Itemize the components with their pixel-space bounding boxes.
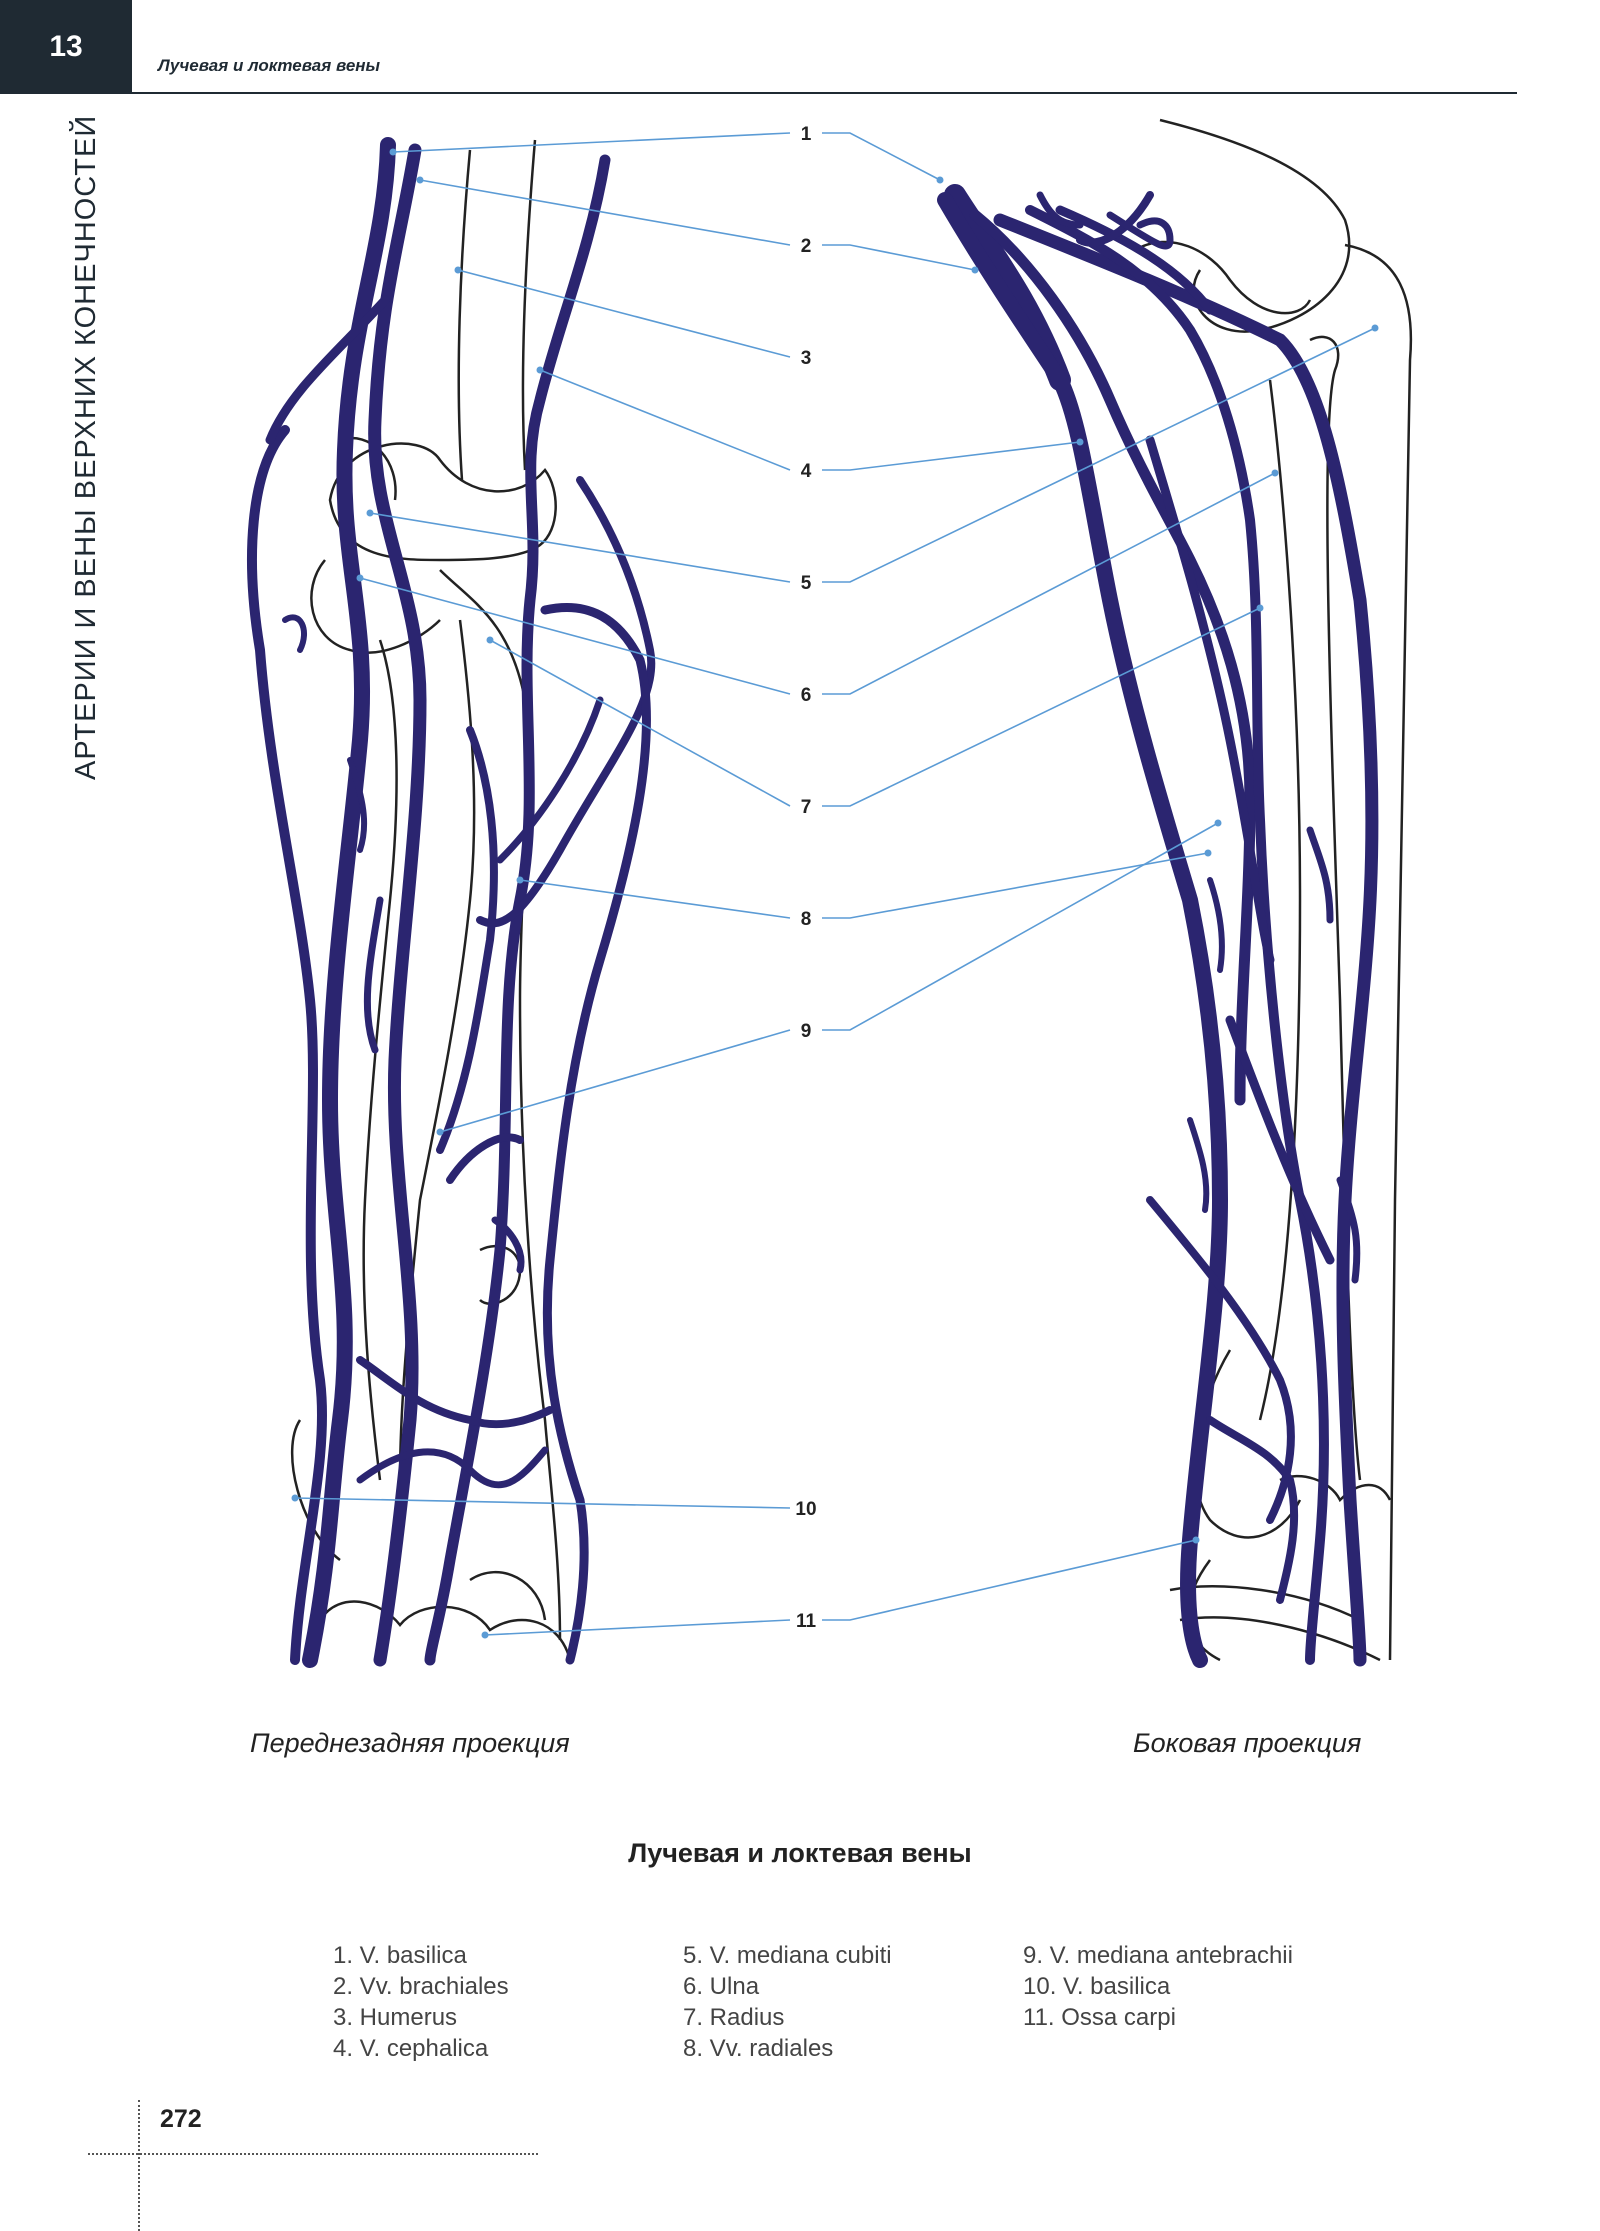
header-rule — [132, 92, 1517, 94]
legend-item: 3. Humerus — [333, 2004, 458, 2031]
page-corner-dotted-vertical — [138, 2100, 140, 2231]
chapter-number: 13 — [49, 30, 83, 63]
legend-item: 2. Vv. brachiales — [333, 1973, 509, 2000]
ap-view-veins — [247, 137, 656, 1668]
legend-item: 8. Vv. radiales — [683, 2035, 834, 2062]
callout-2: 2 — [801, 236, 812, 257]
callout-1: 1 — [801, 124, 812, 145]
callout-4: 4 — [801, 461, 812, 482]
leader-lines — [294, 132, 1376, 1636]
legend-item: 5. V. mediana cubiti — [683, 1942, 892, 1969]
callout-9: 9 — [801, 1021, 812, 1042]
callout-7: 7 — [801, 797, 812, 818]
leader-dots — [291, 148, 1379, 1639]
callout-5: 5 — [801, 573, 812, 594]
callout-11: 11 — [796, 1611, 817, 1632]
callout-10: 10 — [795, 1499, 816, 1520]
running-header-title: Лучевая и локтевая вены — [158, 56, 381, 75]
callout-3: 3 — [801, 348, 812, 369]
legend-item: 4. V. cephalica — [333, 2035, 489, 2062]
lateral-view-caption: Боковая проекция — [1133, 1728, 1362, 1758]
legend-item: 9. V. mediana antebrachii — [1023, 1942, 1293, 1969]
callout-numbers: 1 2 3 4 5 6 7 8 9 10 11 — [795, 124, 816, 1632]
legend-column-2: 5. V. mediana cubiti 6. Ulna 7. Radius 8… — [683, 1940, 892, 2064]
lateral-view-bones — [1134, 118, 1413, 1662]
legend-column-1: 1. V. basilica 2. Vv. brachiales 3. Hume… — [333, 1940, 509, 2064]
legend-item: 6. Ulna — [683, 1973, 760, 2000]
figure-title: Лучевая и локтевая вены — [628, 1838, 972, 1868]
legend-item: 10. V. basilica — [1023, 1973, 1171, 2000]
legend-item: 11. Ossa carpi — [1023, 2004, 1176, 2031]
callout-6: 6 — [801, 685, 812, 706]
lateral-view-veins — [937, 184, 1379, 1668]
page-number: 272 — [160, 2105, 202, 2133]
vein-diagram: 1 2 3 4 5 6 7 8 9 10 11 — [247, 118, 1413, 1668]
ap-view-caption: Переднезадняя проекция — [250, 1728, 570, 1758]
page-corner-dotted-horizontal — [88, 2153, 538, 2155]
legend-item: 7. Radius — [683, 2004, 785, 2031]
legend-item: 1. V. basilica — [333, 1942, 467, 1969]
callout-8: 8 — [801, 909, 812, 930]
legend-column-3: 9. V. mediana antebrachii 10. V. basilic… — [1023, 1940, 1293, 2033]
chapter-number-tab: 13 — [0, 0, 132, 94]
